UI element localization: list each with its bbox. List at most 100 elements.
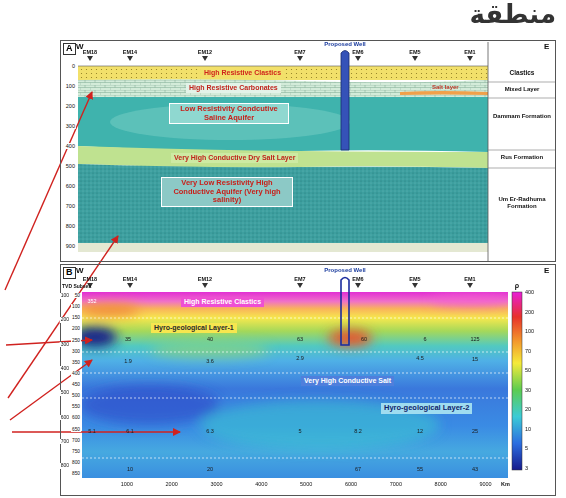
axis-label: 1.9 bbox=[124, 358, 132, 364]
layer-label-box: High Resistive Clastics bbox=[201, 68, 284, 78]
axis-label: 800 bbox=[60, 463, 70, 469]
axis-label: 8000 bbox=[435, 481, 447, 487]
axis-label: 5.1 bbox=[88, 428, 96, 434]
axis-label: 6.3 bbox=[206, 428, 214, 434]
axis-label: ρ bbox=[515, 282, 519, 290]
axis-label: 2000 bbox=[166, 481, 178, 487]
axis-label: Dammam Formation bbox=[492, 113, 552, 120]
axis-label: 700 bbox=[71, 438, 81, 443]
axis-label: 352 bbox=[87, 298, 96, 304]
axis-label: EM5 bbox=[409, 276, 420, 282]
axis-label: 6 bbox=[423, 336, 426, 342]
section-panel: B High Resistive ClasticsHyro-geological … bbox=[60, 264, 556, 496]
layer-label: Very Low Resistivity High Conductive Aqu… bbox=[173, 178, 280, 204]
axis-label: 9000 bbox=[479, 481, 491, 487]
axis-label: 200 bbox=[71, 326, 81, 331]
axis-label: Proposed Well bbox=[324, 267, 366, 274]
axis-label: 10 bbox=[525, 426, 531, 432]
axis-label: 400 bbox=[71, 371, 81, 376]
axis-label: EM18 bbox=[83, 49, 97, 55]
layer-label-box: Very High Conductive Salt bbox=[301, 376, 394, 386]
axis-label: 100 bbox=[525, 328, 534, 334]
axis-label: 8.2 bbox=[354, 428, 362, 434]
layer-label-box: High Resistive Carbonates bbox=[186, 83, 281, 93]
axis-label: 5 bbox=[525, 445, 528, 451]
axis-label: 0 bbox=[71, 63, 76, 69]
axis-label: 4000 bbox=[255, 481, 267, 487]
axis-label: 4.5 bbox=[416, 355, 424, 361]
axis-label: EM12 bbox=[198, 49, 212, 55]
axis-label: 67 bbox=[355, 466, 361, 472]
axis-label: 60 bbox=[361, 336, 367, 342]
axis-label: 35 bbox=[125, 336, 131, 342]
axis-label: 2.9 bbox=[296, 355, 304, 361]
axis-label: W bbox=[76, 267, 84, 276]
axis-label: Mixed Layer bbox=[505, 86, 540, 93]
axis-label: EM1 bbox=[464, 276, 475, 282]
layer-label: Very High Conductive Dry Salt Layer bbox=[174, 154, 295, 161]
axis-label: EM14 bbox=[123, 49, 137, 55]
axis-label: 800 bbox=[65, 223, 76, 229]
axis-label: 200 bbox=[525, 309, 534, 315]
axis-label: 50 bbox=[74, 293, 81, 298]
axis-label: EM18 bbox=[83, 276, 97, 282]
axis-label: 63 bbox=[297, 336, 303, 342]
axis-label: 5000 bbox=[300, 481, 312, 487]
layer-label-box: High Resistive Clastics bbox=[181, 297, 264, 307]
axis-label: 300 bbox=[65, 123, 76, 129]
axis-label: 250 bbox=[71, 338, 81, 343]
axis-label: 30 bbox=[525, 387, 531, 393]
axis-label: 300 bbox=[60, 342, 70, 348]
axis-label: EM12 bbox=[198, 276, 212, 282]
axis-label: E bbox=[544, 43, 549, 52]
axis-label: 20 bbox=[525, 406, 531, 412]
axis-label: 25 bbox=[472, 428, 478, 434]
axis-label: EM6 bbox=[352, 276, 363, 282]
panel-letter: B bbox=[63, 267, 76, 279]
axis-label: 800 bbox=[71, 460, 81, 465]
axis-label: Clastics bbox=[510, 69, 535, 76]
axis-label: 600 bbox=[60, 415, 70, 421]
axis-label: 400 bbox=[65, 143, 76, 149]
axis-label: EM7 bbox=[294, 276, 305, 282]
axis-label: 600 bbox=[71, 415, 81, 420]
layer-label-box: Very High Conductive Dry Salt Layer bbox=[171, 153, 298, 163]
axis-label: 125 bbox=[470, 336, 479, 342]
axis-label: 15 bbox=[472, 356, 478, 362]
axis-label: 3000 bbox=[210, 481, 222, 487]
axis-label: 500 bbox=[60, 390, 70, 396]
axis-label: Rus Formation bbox=[491, 154, 553, 161]
axis-label: EM6 bbox=[352, 49, 363, 55]
axis-label: Um Er-Radhuma Formation bbox=[492, 196, 552, 209]
axis-label: 6.1 bbox=[126, 428, 134, 434]
axis-label: 500 bbox=[71, 393, 81, 398]
page-title: منطقة bbox=[469, 0, 556, 29]
axis-label: EM5 bbox=[409, 49, 420, 55]
axis-label: 50 bbox=[525, 367, 531, 373]
layer-label: High Resistive Clastics bbox=[204, 69, 281, 76]
layer-label: High Resistive Clastics bbox=[184, 298, 261, 305]
axis-label: 700 bbox=[65, 203, 76, 209]
axis-label: 600 bbox=[65, 183, 76, 189]
axis-label: 200 bbox=[65, 103, 76, 109]
axis-label: TVD Subsea bbox=[62, 284, 91, 290]
axis-label: EM1 bbox=[464, 49, 475, 55]
axis-label: 400 bbox=[60, 366, 70, 372]
axis-label: 5 bbox=[298, 428, 301, 434]
axis-label: EM14 bbox=[123, 276, 137, 282]
axis-label: E bbox=[544, 267, 549, 276]
axis-label: 850 bbox=[71, 471, 81, 476]
axis-label: 350 bbox=[71, 360, 81, 365]
layer-label-box: Hyro-geological Layer-2 bbox=[381, 403, 472, 414]
axis-label: 20 bbox=[207, 466, 213, 472]
layer-label: Low Resistivity Condcutive Saline Aquife… bbox=[180, 104, 278, 122]
axis-label: 550 bbox=[71, 404, 81, 409]
panel-letter: A bbox=[63, 43, 76, 55]
axis-label: W bbox=[76, 43, 84, 52]
section-panel: A High Resistive ClasticsHigh Resistive C… bbox=[60, 40, 556, 262]
axis-label: 500 bbox=[65, 163, 76, 169]
axis-label: 10 bbox=[127, 466, 133, 472]
axis-label: 750 bbox=[71, 449, 81, 454]
axis-label: 700 bbox=[60, 439, 70, 445]
